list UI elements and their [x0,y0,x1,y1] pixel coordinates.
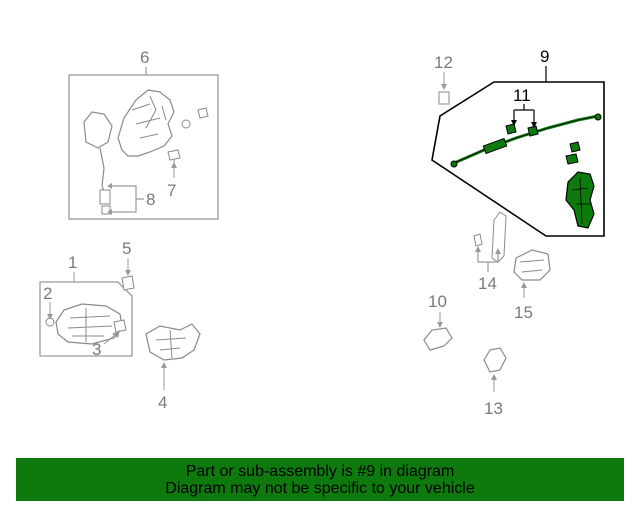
connector-2-drawing [101,205,111,215]
inner-handle-detail [571,177,590,225]
inner-handle-drawing [565,171,595,229]
part-14-trim[interactable] [473,211,507,272]
callout-8-arrow-a [107,183,112,189]
callout-11-bracket [513,104,535,124]
clip-14-drawing [473,233,483,247]
part-12-drawing [438,91,450,105]
callout-14-arrow-b [495,248,501,254]
group-6-latch-assembly[interactable] [68,67,219,220]
part-13[interactable] [483,347,507,392]
callout-4-arrow [161,362,167,368]
callout-12: 12 [434,53,453,72]
cable-sleeve-drawing [482,137,508,155]
clip-11a-drawing [505,123,517,135]
latch-bolt-drawing [181,119,191,129]
group-9-box [431,81,605,237]
latch-clip-drawing [197,107,209,119]
callout-13: 13 [484,399,503,418]
part-15-cover[interactable] [513,249,551,298]
latch-detail-drawing [131,95,167,139]
clip-small-b [565,153,579,165]
banner-line-2: Diagram may not be specific to your vehi… [165,479,475,497]
info-banner: Part or sub-assembly is #9 in diagram Di… [16,458,624,501]
callout-9: 9 [540,47,549,66]
callout-11-arrow-b [531,122,537,128]
callout-3-arrow [112,330,120,338]
callout-7-arrow [171,162,177,168]
part-10-drawing [423,327,453,351]
bracket-4-drawing [145,323,201,361]
clip-5-drawing [121,275,135,291]
callout-11-arrow-a [511,120,517,126]
callout-14-arrow-a [475,246,481,252]
part-12[interactable] [438,72,450,105]
clip-11b-drawing [527,125,539,137]
banner-line-1: Part or sub-assembly is #9 in diagram [185,462,455,480]
actuator-rod-drawing [99,147,107,197]
clip-3-drawing [113,319,127,333]
actuator-drawing [83,111,113,149]
part-13-drawing [483,347,507,373]
callout-5-arrow [125,270,131,276]
clip-small-a [569,141,581,153]
callout-2-arrow [47,314,53,320]
group-6-box [68,74,219,220]
callout-13-arrow [491,374,497,380]
callout-5: 5 [122,239,131,258]
cable-end-a [450,160,458,168]
connector-drawing [99,189,111,205]
callout-8-arrow-b [107,209,112,215]
cable-end-b [594,113,602,121]
callout-1: 1 [68,253,77,272]
callout-11: 11 [513,86,531,105]
callout-2: 2 [43,284,52,303]
callout-6: 6 [140,48,149,67]
handle-drawing [55,303,123,345]
group-9-cable-assembly[interactable] [431,66,605,237]
group-1-outer-handle[interactable] [39,272,133,357]
callout-14: 14 [478,274,497,293]
callout-15-arrow [521,282,527,288]
trim-14-drawing [491,211,507,263]
callout-12-arrow [441,84,447,90]
part-5-clip[interactable] [121,258,135,291]
callout-10-arrow [437,322,443,328]
callout-8: 8 [146,190,155,209]
cover-15-drawing [513,249,551,281]
bracket-4-detail [155,329,187,359]
handle-detail-drawing [67,308,113,342]
callout-4: 4 [158,393,167,412]
callout-15: 15 [514,303,533,322]
group-1-box [39,281,133,357]
callout-7: 7 [167,181,176,200]
callout-3: 3 [92,340,101,359]
part-10[interactable] [423,312,453,351]
part-4-bracket[interactable] [145,323,201,390]
latch-body-drawing [117,89,175,157]
callout-10: 10 [428,292,447,311]
cover-15-detail [519,259,545,273]
callout-8-bracket [112,185,144,213]
callout-3-leader [103,333,117,345]
